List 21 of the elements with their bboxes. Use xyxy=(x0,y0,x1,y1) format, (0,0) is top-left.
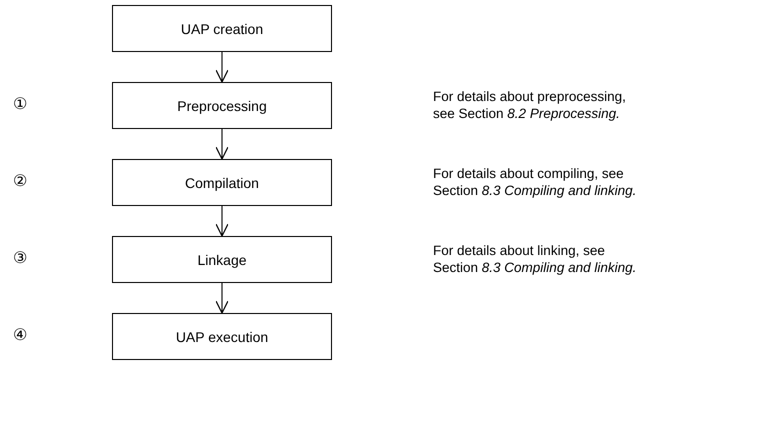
step-label: UAP creation xyxy=(180,20,264,36)
step-label: Linkage xyxy=(197,252,247,268)
note-text: For details about linking, see Section 8.3 Compiling and linking. xyxy=(433,242,638,276)
arrow xyxy=(215,282,229,314)
step-label: Compilation xyxy=(185,174,259,190)
note-text: For details about preprocessing, see Section 8.2 Preprocessing. xyxy=(433,88,627,122)
arrow xyxy=(215,128,229,160)
note-text: For details about compiling, see Section 8.3 Compiling and linking. xyxy=(433,165,638,199)
process-box xyxy=(112,5,332,52)
process-box xyxy=(112,313,332,360)
process-box xyxy=(112,159,332,206)
step-number: ② xyxy=(13,173,27,191)
process-box xyxy=(112,236,332,283)
step-number: ① xyxy=(13,96,27,114)
arrow xyxy=(215,206,229,237)
step-label: Preprocessing xyxy=(177,98,267,114)
step-number: ④ xyxy=(13,327,27,345)
process-box xyxy=(112,82,332,129)
arrow xyxy=(215,52,229,83)
step-label: UAP execution xyxy=(176,328,268,344)
step-number: ③ xyxy=(13,250,27,268)
